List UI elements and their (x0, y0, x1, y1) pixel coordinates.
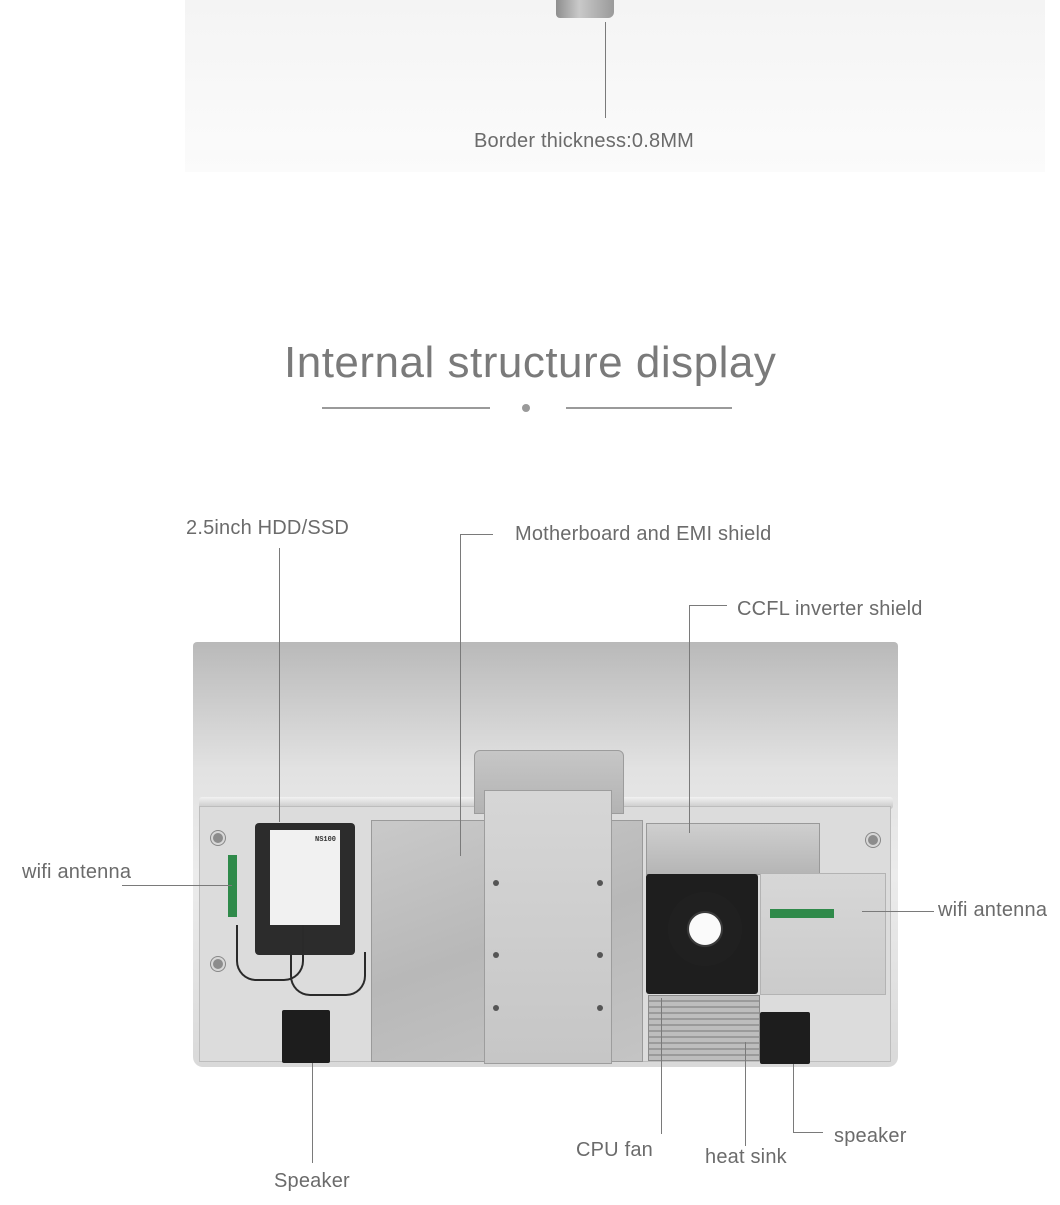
frame-bracket (556, 0, 614, 18)
callout-ccfl-vline (689, 605, 690, 833)
heat-sink (648, 995, 760, 1061)
callout-cpu-fan: CPU fan (576, 1139, 653, 1161)
sata-cable (290, 952, 366, 996)
right-bay-panel (760, 873, 886, 995)
plate-hole (493, 1005, 499, 1011)
callout-speaker-right-hline (793, 1132, 823, 1133)
border-thickness-caption: Border thickness:0.8MM (474, 130, 695, 152)
callout-speaker-right: speaker (834, 1125, 907, 1147)
plate-hole (493, 952, 499, 958)
callout-hdd-line (279, 548, 280, 822)
callout-motherboard-vline (460, 534, 461, 856)
callout-speaker-right-vline (793, 1064, 794, 1132)
callout-motherboard-hline (460, 534, 493, 535)
title-divider-left (322, 407, 490, 409)
wifi-antenna-left (228, 855, 237, 917)
border-callout-line (605, 22, 606, 118)
plate-hole (493, 880, 499, 886)
section-title: Internal structure display (284, 338, 777, 387)
screw (211, 957, 225, 971)
speaker-right (760, 1012, 810, 1064)
callout-speaker-left: Speaker (274, 1170, 350, 1192)
callout-cpu-fan-line (661, 998, 662, 1134)
speaker-left (282, 1010, 330, 1063)
callout-wifi-right-line (862, 911, 934, 912)
title-divider-right (566, 407, 732, 409)
callout-heat-sink-line (745, 1042, 746, 1146)
callout-speaker-left-line (312, 1063, 313, 1163)
callout-ccfl-hline (689, 605, 727, 606)
ssd-model-text: NS100 (315, 836, 337, 844)
wifi-antenna-right (770, 909, 834, 918)
callout-wifi-left-line (122, 885, 232, 886)
callout-ccfl: CCFL inverter shield (737, 598, 923, 620)
top-product-photo (185, 0, 1045, 172)
vesa-plate (484, 790, 612, 1064)
callout-hdd: 2.5inch HDD/SSD (186, 517, 350, 539)
ssd-label: NS100 (270, 830, 340, 925)
callout-heat-sink: heat sink (705, 1146, 787, 1168)
plate-hole (597, 952, 603, 958)
plate-hole (597, 1005, 603, 1011)
cpu-fan (668, 892, 742, 966)
callout-wifi-right: wifi antenna (938, 899, 1048, 921)
callout-motherboard: Motherboard and EMI shield (515, 523, 772, 545)
title-divider-dot (522, 404, 530, 412)
ccfl-inverter-shield (646, 823, 820, 875)
plate-hole (597, 880, 603, 886)
screw (866, 833, 880, 847)
screw (211, 831, 225, 845)
callout-wifi-left: wifi antenna (22, 861, 132, 883)
